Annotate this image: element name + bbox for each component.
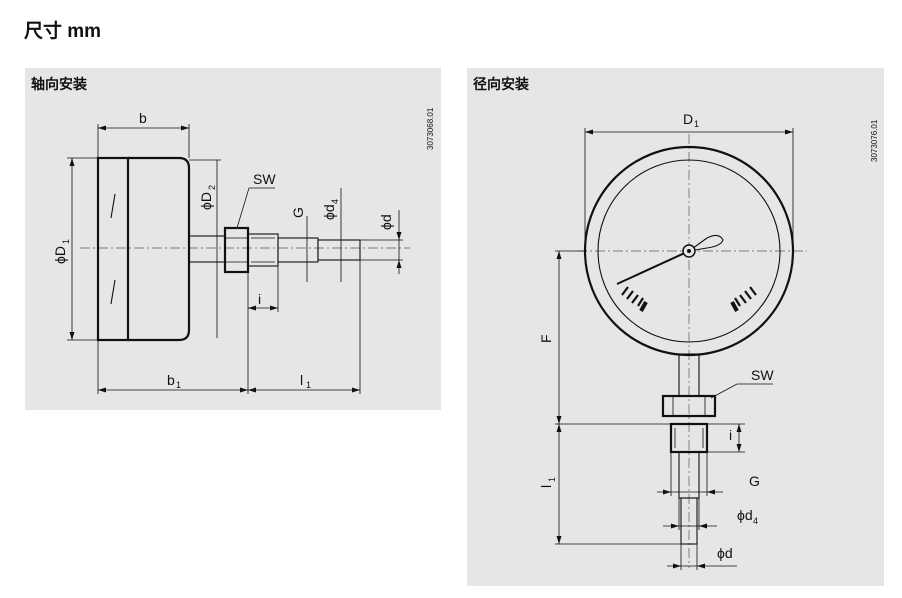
axial-hex-nut — [223, 226, 250, 274]
axial-mounting-panel: 轴向安装 b ϕD 1 — [25, 68, 441, 410]
label-d4-sub: 4 — [330, 199, 340, 204]
label-D2-sub: 2 — [207, 185, 217, 190]
label-b: b — [139, 110, 147, 126]
radial-hex-nut — [661, 394, 717, 418]
label-phiD2: ϕD — [198, 192, 214, 210]
radial-arrowheads — [556, 129, 793, 569]
glass-reflection-lower — [110, 279, 116, 305]
label-phiD1: ϕD — [52, 246, 68, 264]
axial-arrowheads — [69, 125, 402, 393]
label-D1-sub: 1 — [694, 119, 699, 129]
label-phid: ϕd — [717, 545, 733, 561]
label-l1-sub: 1 — [547, 477, 557, 482]
axial-drawing: b ϕD 1 ϕD 2 SW G ϕd 4 — [52, 107, 435, 394]
label-d4-sub: 4 — [753, 516, 758, 526]
gauge-pointer — [616, 234, 724, 285]
axial-bezel — [96, 156, 130, 342]
radial-drawing-code: 3073076.01 — [870, 119, 879, 162]
glass-reflection-upper — [110, 193, 116, 219]
sw-leader — [710, 383, 773, 399]
radial-drawing: D 1 F l 1 SW i G ϕd 4 — [538, 111, 879, 570]
axial-shaft-d — [317, 239, 361, 261]
sw-leader — [236, 187, 275, 229]
label-SW: SW — [253, 171, 276, 187]
label-G: G — [290, 207, 306, 218]
axial-drawing-code: 3073068.01 — [426, 107, 435, 150]
gauge-dial — [597, 159, 781, 343]
label-l1-sub: 1 — [306, 380, 311, 390]
axial-thread — [247, 233, 279, 267]
radial-mounting-panel: 径向安装 — [467, 68, 884, 586]
axial-shaft-d4 — [277, 237, 319, 263]
label-D1: D — [683, 111, 693, 127]
label-l1: l — [300, 372, 303, 388]
label-i: i — [729, 427, 732, 443]
label-l1: l — [538, 485, 554, 488]
scale-marks-right — [730, 286, 757, 312]
label-phid4: ϕd — [321, 204, 337, 220]
axial-stem — [188, 235, 226, 263]
radial-shaft-d — [680, 497, 698, 545]
label-D1-sub: 1 — [61, 239, 71, 244]
axial-case — [128, 156, 191, 342]
label-b1-sub: 1 — [176, 380, 181, 390]
radial-panel-title: 径向安装 — [473, 76, 529, 92]
label-b1: b — [167, 372, 175, 388]
label-F: F — [538, 334, 554, 343]
scale-marks-left — [621, 286, 648, 312]
label-phid: ϕd — [378, 214, 394, 230]
page-title: 尺寸 mm — [24, 21, 102, 42]
label-G: G — [749, 473, 760, 489]
label-phid4: ϕd — [737, 507, 753, 523]
label-SW: SW — [751, 367, 774, 383]
axial-panel-title: 轴向安装 — [31, 76, 87, 92]
label-i: i — [258, 291, 261, 307]
